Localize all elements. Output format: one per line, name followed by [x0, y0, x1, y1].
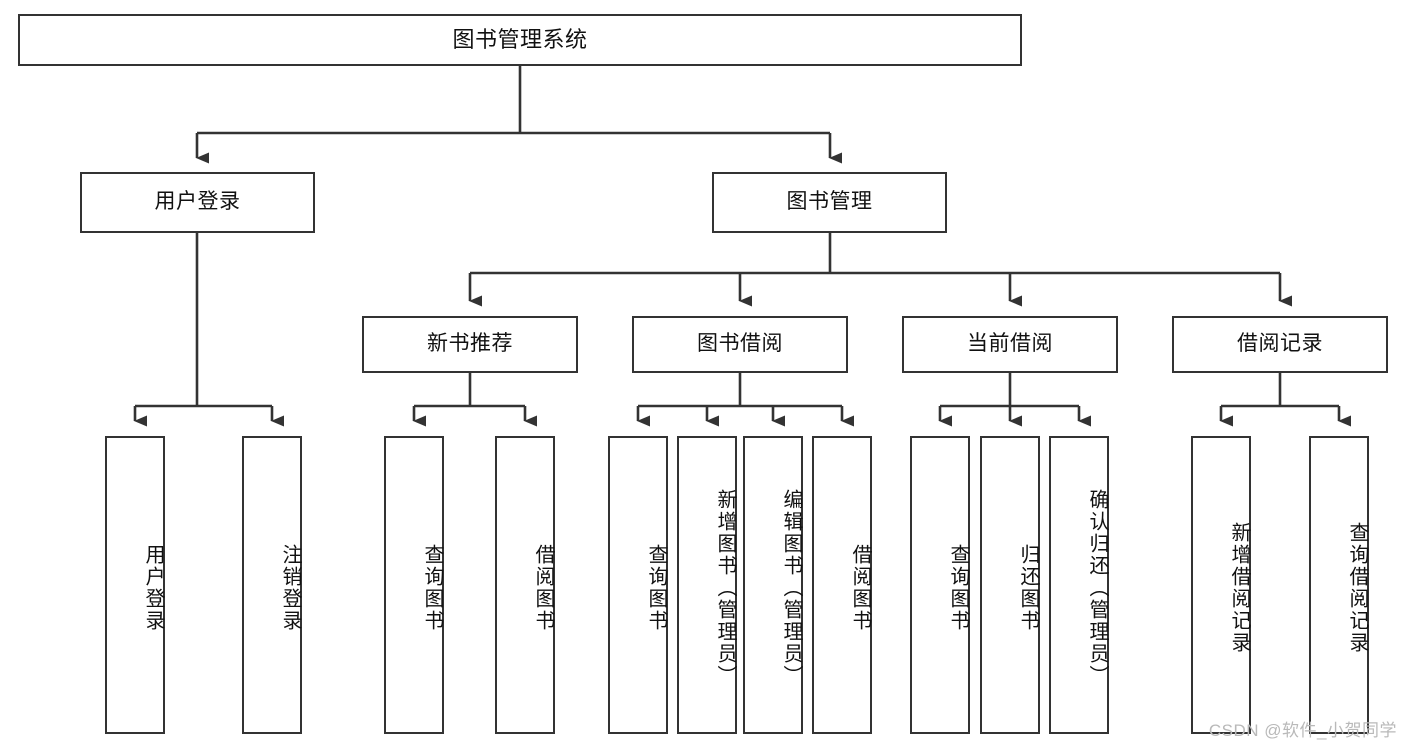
node-leaf-return-book[interactable]: 归还图书	[980, 436, 1040, 734]
node-leaf-query-book-3[interactable]: 查询图书	[910, 436, 970, 734]
node-book-borrow[interactable]: 图书借阅	[632, 316, 848, 373]
node-leaf-query-record[interactable]: 查询借阅记录	[1309, 436, 1369, 734]
node-leaf-borrow-book-2[interactable]: 借阅图书	[812, 436, 872, 734]
node-leaf-query-book-2[interactable]: 查询图书	[608, 436, 668, 734]
node-leaf-add-record-label: 新增借阅记录	[1228, 522, 1250, 654]
node-current-borrow-label: 当前借阅	[967, 332, 1053, 356]
node-leaf-user-login[interactable]: 用户登录	[105, 436, 165, 734]
csdn-watermark: CSDN @软件_小贺同学	[1208, 721, 1397, 740]
node-leaf-borrow-book-2-label: 借阅图书	[849, 544, 871, 632]
node-borrow-record[interactable]: 借阅记录	[1172, 316, 1388, 373]
node-leaf-confirm-return-label: 确认归还（管理员）	[1086, 489, 1108, 687]
node-root-system-label: 图书管理系统	[452, 27, 588, 53]
node-new-book-recommend[interactable]: 新书推荐	[362, 316, 578, 373]
node-book-manage[interactable]: 图书管理	[712, 172, 947, 233]
node-leaf-logout[interactable]: 注销登录	[242, 436, 302, 734]
node-leaf-query-record-label: 查询借阅记录	[1346, 522, 1368, 654]
node-book-manage-label: 图书管理	[786, 190, 873, 214]
node-leaf-query-book-1[interactable]: 查询图书	[384, 436, 444, 734]
node-leaf-borrow-book-1[interactable]: 借阅图书	[495, 436, 555, 734]
node-current-borrow[interactable]: 当前借阅	[902, 316, 1118, 373]
node-leaf-query-book-1-label: 查询图书	[421, 544, 443, 632]
node-leaf-logout-label: 注销登录	[279, 544, 301, 632]
node-root-system[interactable]: 图书管理系统	[18, 14, 1022, 66]
node-leaf-add-book[interactable]: 新增图书（管理员）	[677, 436, 737, 734]
node-leaf-user-login-label: 用户登录	[142, 544, 164, 632]
node-leaf-query-book-3-label: 查询图书	[947, 544, 969, 632]
node-leaf-return-book-label: 归还图书	[1017, 544, 1039, 632]
node-borrow-record-label: 借阅记录	[1237, 332, 1323, 356]
node-leaf-add-book-label: 新增图书（管理员）	[714, 489, 736, 687]
node-user-login-label: 用户登录	[154, 190, 241, 214]
node-book-borrow-label: 图书借阅	[697, 332, 783, 356]
node-new-book-recommend-label: 新书推荐	[427, 332, 513, 356]
node-leaf-query-book-2-label: 查询图书	[645, 544, 667, 632]
node-user-login[interactable]: 用户登录	[80, 172, 315, 233]
node-leaf-add-record[interactable]: 新增借阅记录	[1191, 436, 1251, 734]
node-leaf-confirm-return[interactable]: 确认归还（管理员）	[1049, 436, 1109, 734]
node-leaf-borrow-book-1-label: 借阅图书	[532, 544, 554, 632]
node-leaf-edit-book-label: 编辑图书（管理员）	[780, 489, 802, 687]
node-leaf-edit-book[interactable]: 编辑图书（管理员）	[743, 436, 803, 734]
